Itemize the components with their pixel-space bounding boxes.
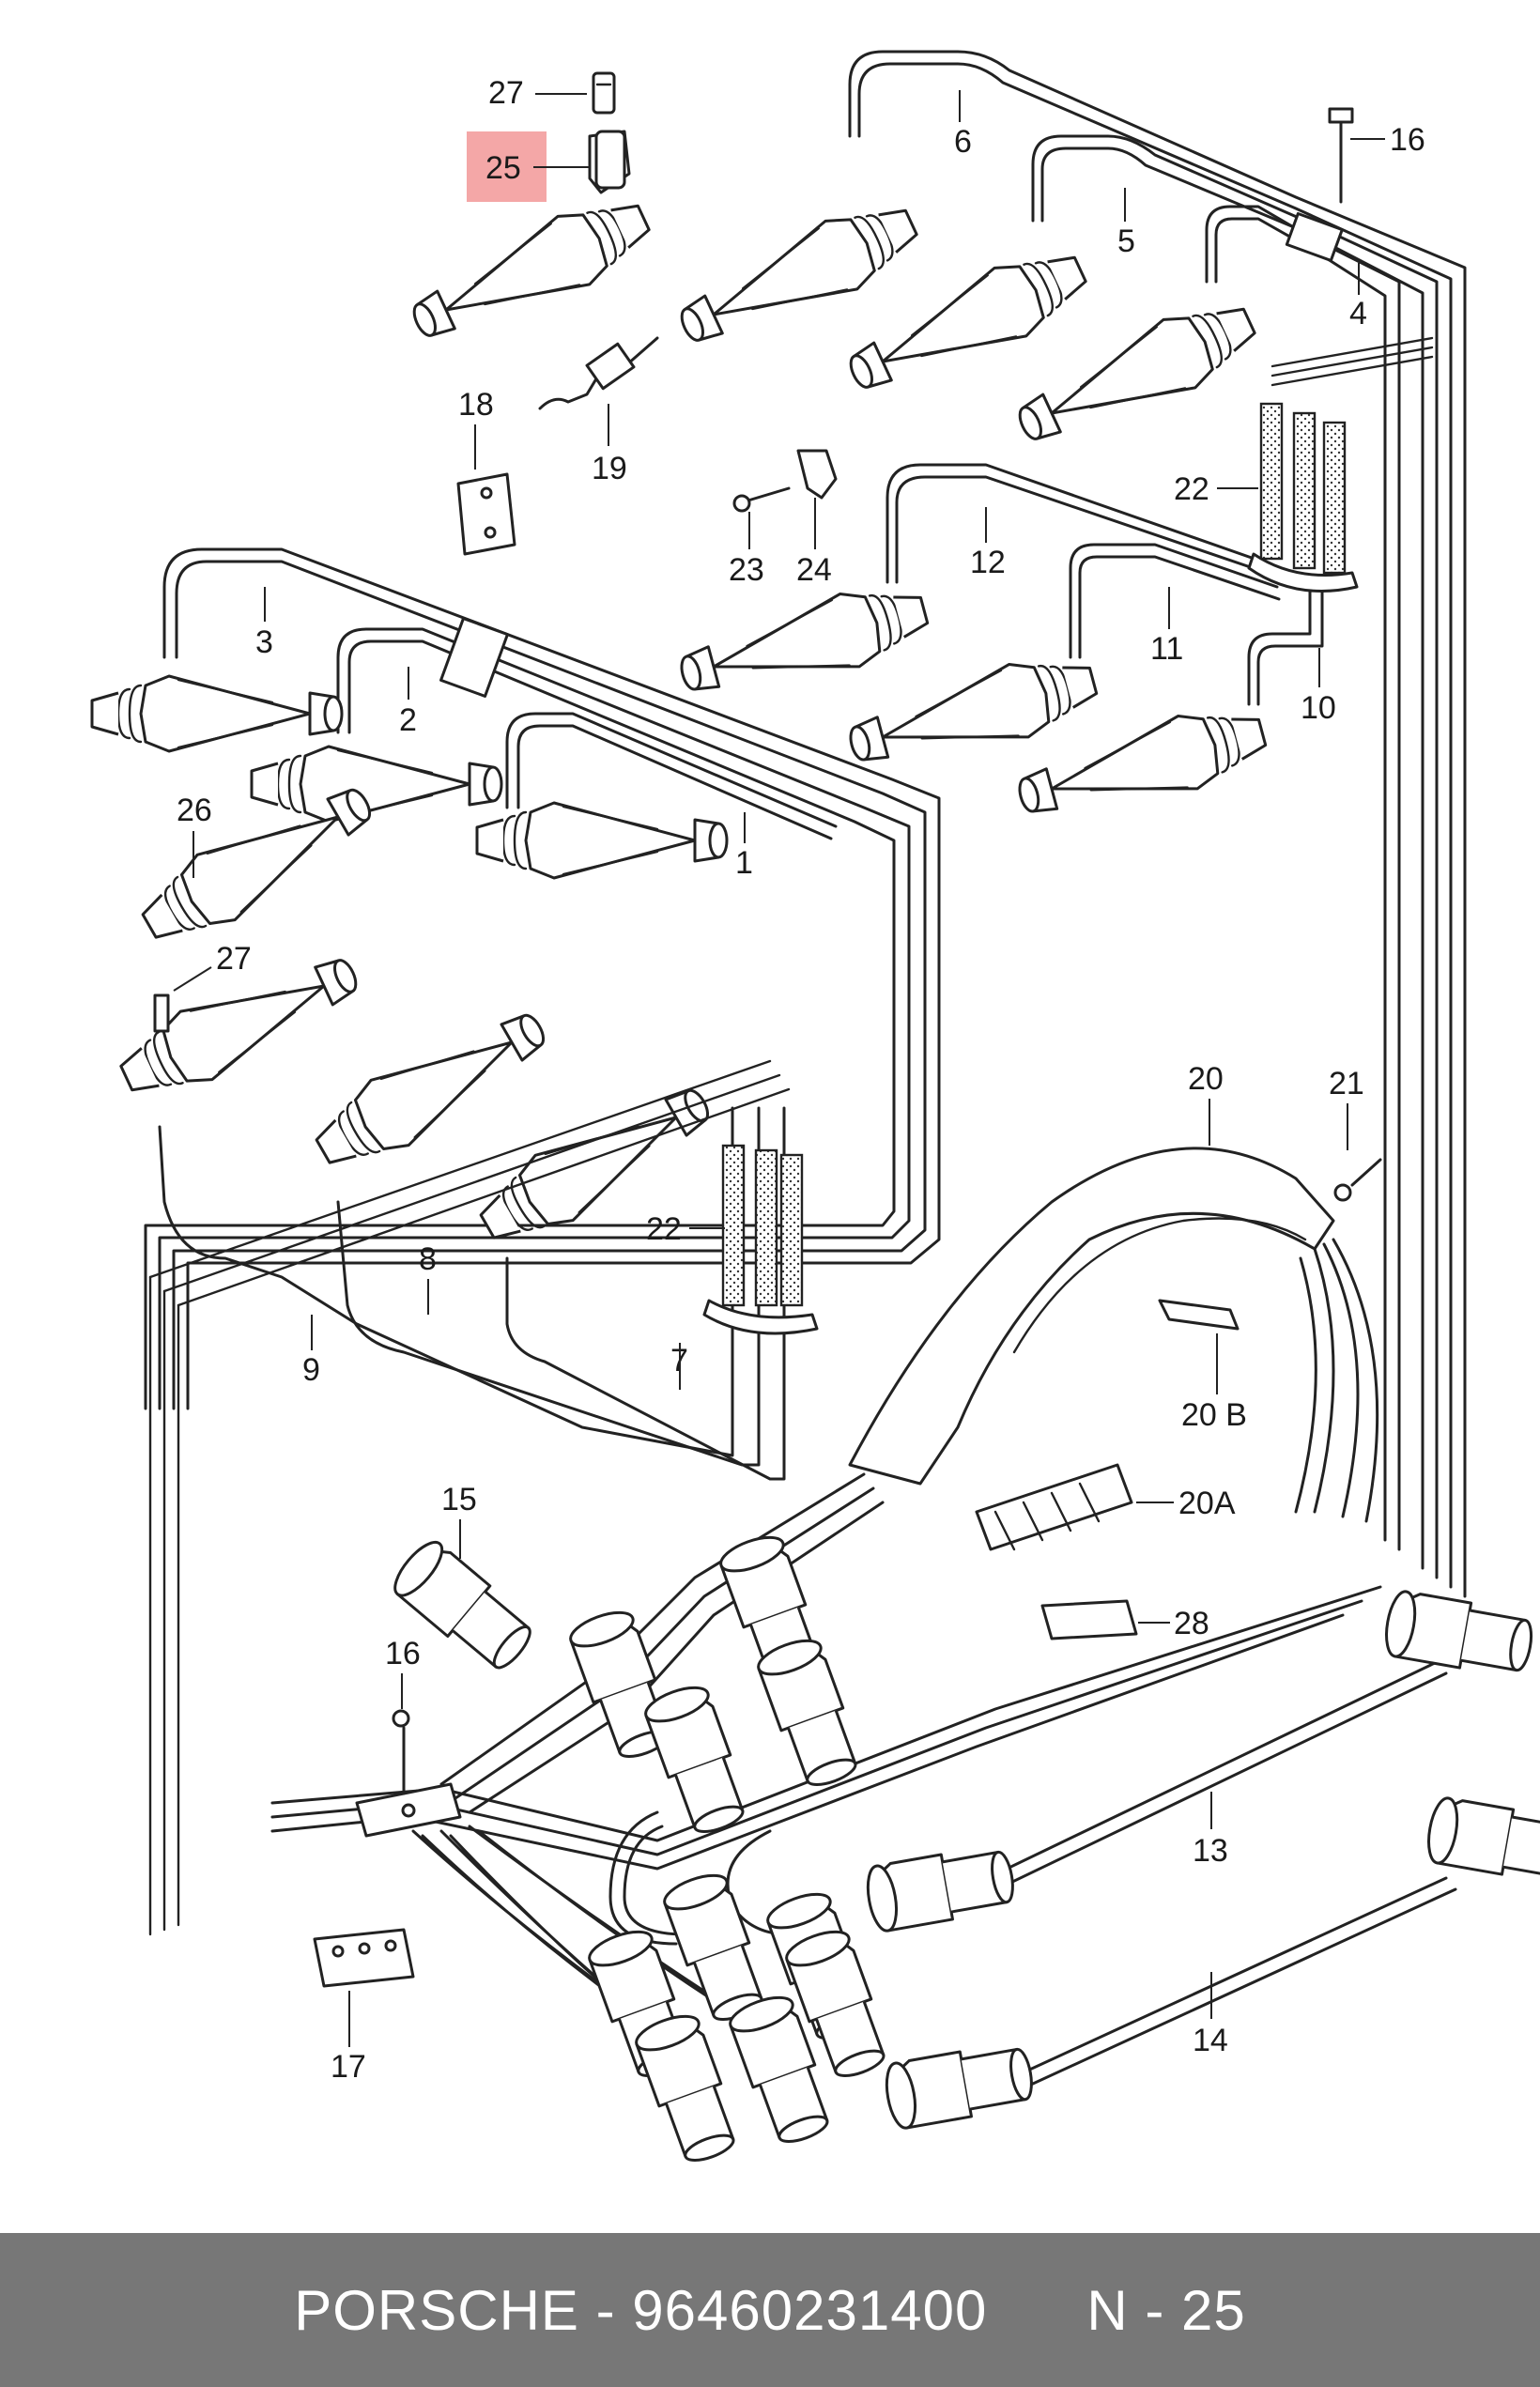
callout-9: 9 xyxy=(302,1352,320,1388)
footer-position: N - 25 xyxy=(1086,2278,1246,2342)
callout-10: 10 xyxy=(1301,690,1336,726)
footer-gap xyxy=(987,2278,1086,2343)
callout-23: 23 xyxy=(729,552,764,588)
callout-12: 12 xyxy=(970,545,1006,580)
highlight-box xyxy=(467,131,547,202)
callout-18: 18 xyxy=(458,387,494,423)
callout-15: 15 xyxy=(441,1482,477,1517)
callout-28: 28 xyxy=(1174,1606,1209,1641)
callout-27-top: 27 xyxy=(488,75,524,111)
callout-16-bottom: 16 xyxy=(385,1636,421,1671)
callout-22-upper: 22 xyxy=(1174,471,1209,507)
callout-20a: 20A xyxy=(1178,1486,1236,1521)
callout-21: 21 xyxy=(1329,1066,1364,1101)
callout-8: 8 xyxy=(419,1241,437,1277)
footer-caption-bar: PORSCHE - 96460231400 N - 25 xyxy=(0,2233,1540,2387)
callout-20b: 20 B xyxy=(1181,1397,1247,1433)
callout-3: 3 xyxy=(255,624,273,660)
callout-16-top: 16 xyxy=(1390,122,1425,158)
callout-22-lower: 22 xyxy=(646,1211,682,1247)
callout-5: 5 xyxy=(1117,223,1135,259)
callout-4: 4 xyxy=(1349,296,1367,331)
callout-24: 24 xyxy=(796,552,832,588)
footer-separator: - xyxy=(578,2278,633,2342)
callout-25: 25 xyxy=(485,150,521,186)
callout-11: 11 xyxy=(1150,631,1183,667)
callout-26: 26 xyxy=(177,793,212,828)
callout-14: 14 xyxy=(1193,2023,1228,2058)
callout-labels: 27 25 6 16 5 4 18 19 22 23 24 12 3 2 11 … xyxy=(173,75,1425,2085)
footer-part-number: 96460231400 xyxy=(632,2278,988,2342)
callout-1: 1 xyxy=(735,845,753,881)
footer-brand: PORSCHE xyxy=(294,2278,579,2342)
callout-2: 2 xyxy=(399,702,417,738)
callout-17: 17 xyxy=(331,2049,366,2085)
callout-13: 13 xyxy=(1193,1833,1228,1869)
callout-20: 20 xyxy=(1188,1061,1224,1097)
callout-27-left: 27 xyxy=(216,941,252,977)
callout-19: 19 xyxy=(592,451,627,486)
ignition-wiring-diagram: 27 25 6 16 5 4 18 19 22 23 24 12 3 2 11 … xyxy=(90,50,1540,2170)
callout-6: 6 xyxy=(954,124,972,160)
